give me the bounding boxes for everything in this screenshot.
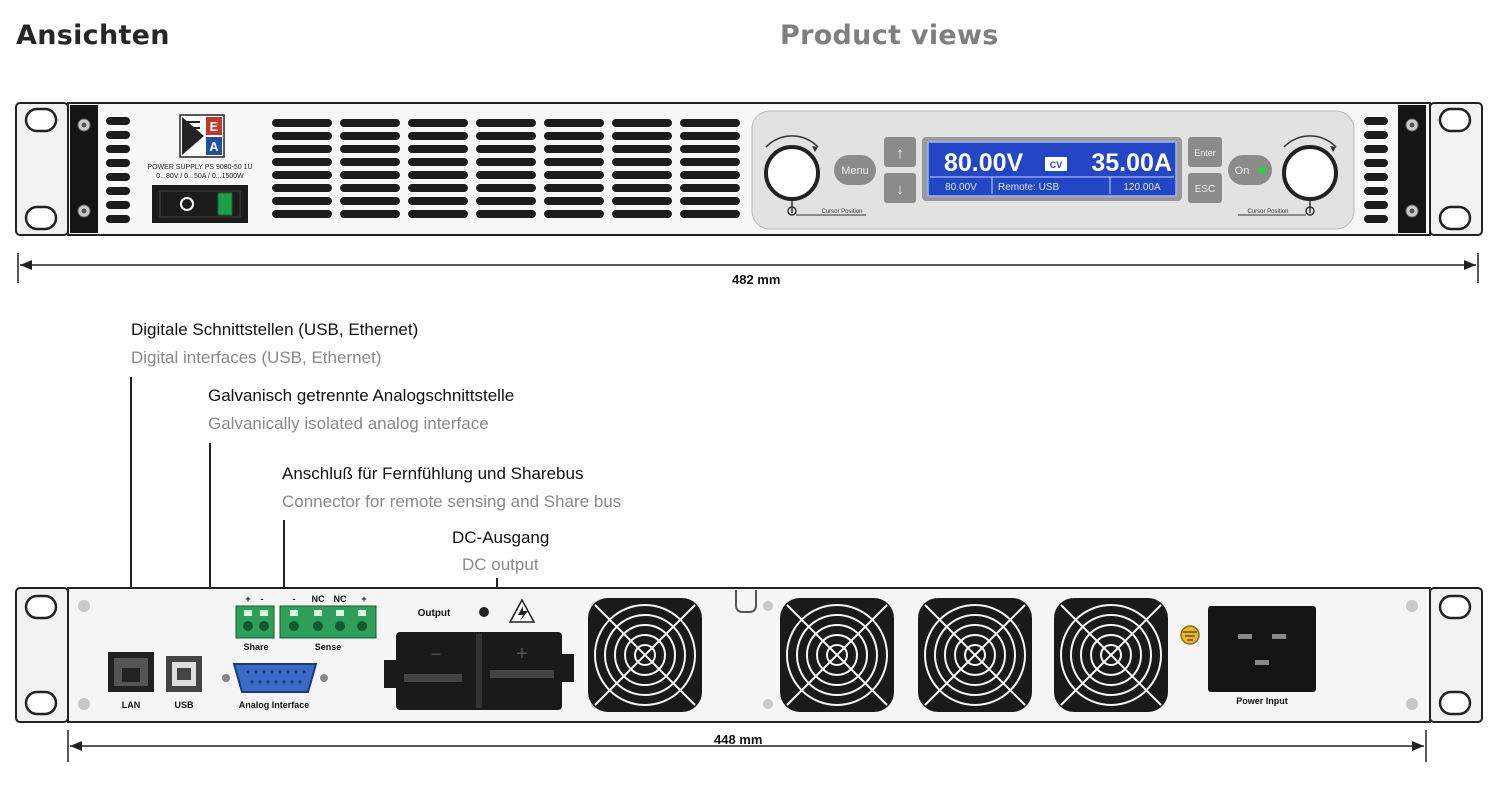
down-button[interactable] bbox=[884, 173, 916, 203]
front-right-vents bbox=[1364, 117, 1388, 223]
mount-hole bbox=[1438, 107, 1472, 133]
annotation-sense-de: Anschluß für Fernfühlung und Sharebus bbox=[282, 464, 584, 483]
display-remote: Remote: USB bbox=[998, 182, 1059, 193]
current-knob[interactable] bbox=[1238, 135, 1338, 216]
ground-terminal-icon bbox=[1180, 625, 1200, 645]
cursor-position-right: Cursor Position bbox=[1247, 209, 1288, 215]
analog-interface-port[interactable] bbox=[222, 663, 328, 693]
annotation-analog-de: Galvanisch getrennte Analogschnittstelle bbox=[208, 386, 515, 405]
minus-terminal-label: − bbox=[431, 644, 442, 664]
analog-interface-label: Analog Interface bbox=[239, 700, 310, 710]
output-indicator bbox=[479, 607, 489, 617]
output-label: Output bbox=[418, 608, 451, 619]
mount-hole bbox=[24, 690, 58, 716]
annotation-dc-en: DC output bbox=[462, 555, 539, 574]
annotation-dc-de: DC-Ausgang bbox=[452, 528, 550, 547]
lan-label: LAN bbox=[122, 700, 141, 710]
plus-terminal-label: + bbox=[516, 643, 528, 665]
display-set-voltage: 80.00V bbox=[945, 182, 977, 193]
usb-port[interactable] bbox=[166, 656, 202, 692]
svg-text:-: - bbox=[261, 594, 264, 604]
on-button[interactable] bbox=[1228, 155, 1272, 185]
cv-badge bbox=[1045, 157, 1067, 171]
share-label: Share bbox=[243, 642, 268, 652]
power-input-socket[interactable] bbox=[1208, 606, 1316, 692]
mount-hole bbox=[1438, 205, 1472, 231]
display-current: 35.00A bbox=[1091, 149, 1172, 177]
terminal-marks: + - - NC NC + bbox=[245, 594, 366, 604]
mount-hole bbox=[24, 594, 58, 620]
sense-label: Sense bbox=[315, 642, 342, 652]
display-set-current: 120.00A bbox=[1123, 182, 1161, 193]
up-button[interactable] bbox=[884, 137, 916, 167]
enter-button[interactable] bbox=[1188, 137, 1222, 167]
esc-button[interactable] bbox=[1188, 173, 1222, 203]
model-line-2: 0...80V / 0...50A / 0...1500W bbox=[156, 173, 244, 180]
heading-german: Ansichten bbox=[16, 20, 170, 51]
on-indicator-led bbox=[1258, 166, 1266, 174]
heading-english: Product views bbox=[780, 20, 999, 51]
sense-connector[interactable] bbox=[279, 605, 377, 639]
usb-label: USB bbox=[174, 700, 194, 710]
mount-hole bbox=[24, 205, 58, 231]
svg-text:NC: NC bbox=[312, 594, 325, 604]
ea-logo: E A bbox=[179, 114, 225, 158]
up-arrow-icon: ↑ bbox=[896, 145, 904, 162]
high-voltage-warning-icon bbox=[508, 598, 536, 623]
fan-grille bbox=[588, 598, 702, 712]
annotation-digital-en: Digital interfaces (USB, Ethernet) bbox=[131, 348, 382, 367]
fan-grille bbox=[1053, 597, 1169, 713]
fan-grille bbox=[917, 597, 1033, 713]
handle-notch bbox=[735, 590, 757, 613]
logo-letter-a: A bbox=[209, 139, 219, 154]
down-arrow-icon: ↓ bbox=[896, 181, 904, 198]
svg-text:+: + bbox=[245, 594, 250, 604]
share-connector[interactable] bbox=[235, 605, 275, 639]
rear-width-label: 448 mm bbox=[714, 732, 763, 747]
annotation-sense-en: Connector for remote sensing and Share b… bbox=[282, 492, 622, 511]
front-main-vents bbox=[272, 119, 740, 218]
logo-letter-e: E bbox=[210, 119, 219, 134]
on-label: On bbox=[1235, 165, 1250, 177]
front-dimension-line bbox=[17, 253, 1479, 283]
dc-output-terminal[interactable] bbox=[384, 632, 574, 710]
svg-text:+: + bbox=[361, 594, 366, 604]
display-mode: CV bbox=[1050, 160, 1063, 170]
power-input-label: Power Input bbox=[1236, 696, 1288, 706]
lan-port[interactable] bbox=[108, 652, 154, 692]
svg-text:NC: NC bbox=[334, 594, 347, 604]
front-panel: E A POWER SUPPLY PS 9080-50 1U 0...80V /… bbox=[15, 102, 1483, 283]
rear-panel: LAN USB Analog Interface + - - NC NC + bbox=[15, 377, 1483, 762]
model-line-1: POWER SUPPLY PS 9080-50 1U bbox=[147, 164, 252, 171]
annotation-analog-en: Galvanically isolated analog interface bbox=[208, 414, 489, 433]
rear-dimension-line bbox=[67, 730, 1427, 762]
front-width-label: 482 mm bbox=[732, 272, 781, 287]
menu-button[interactable] bbox=[834, 155, 876, 185]
enter-label: Enter bbox=[1194, 148, 1216, 158]
front-left-vents bbox=[106, 117, 130, 223]
mount-hole bbox=[1438, 594, 1472, 620]
esc-label: ESC bbox=[1195, 184, 1216, 195]
menu-button-label: Menu bbox=[841, 165, 869, 177]
voltage-knob[interactable] bbox=[764, 135, 866, 216]
annotation-digital-de: Digitale Schnittstellen (USB, Ethernet) bbox=[131, 320, 419, 339]
display-voltage: 80.00V bbox=[944, 149, 1024, 177]
power-switch[interactable] bbox=[152, 185, 248, 223]
mount-hole bbox=[1438, 690, 1472, 716]
svg-text:-: - bbox=[293, 594, 296, 604]
fan-grille bbox=[779, 597, 895, 713]
mount-hole bbox=[24, 107, 58, 133]
cursor-position-left: Cursor Position bbox=[821, 209, 862, 215]
